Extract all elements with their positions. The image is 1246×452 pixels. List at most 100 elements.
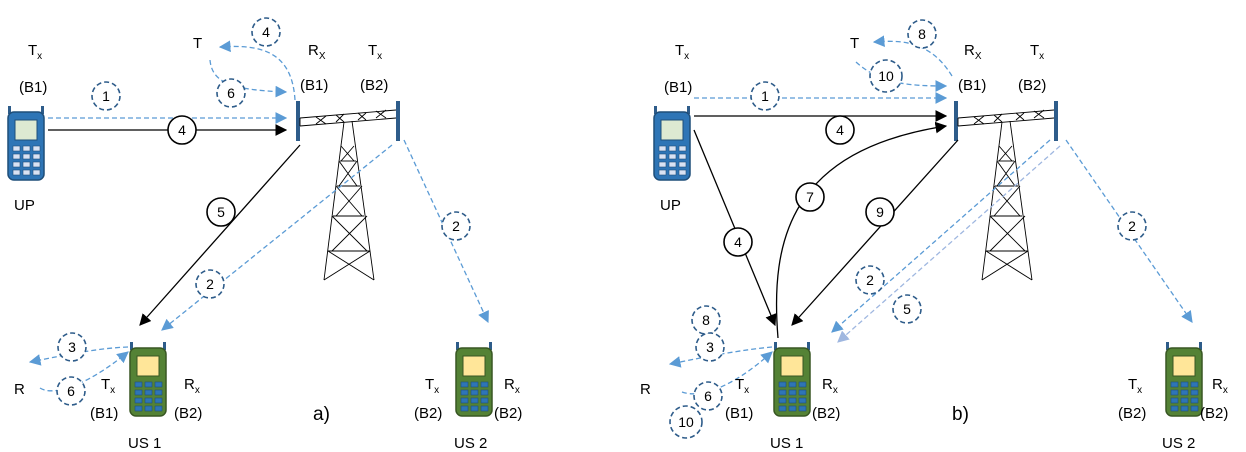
link-6-us1 <box>681 351 773 395</box>
step-10-us1: 10 <box>669 405 703 439</box>
svg-text:6: 6 <box>227 85 235 101</box>
us2-tx-band-label: (B2) <box>1118 405 1146 422</box>
svg-text:5: 5 <box>217 204 225 220</box>
us1-tx-band-label: (B1) <box>725 405 753 422</box>
us2-tx-label: Tx <box>425 376 439 396</box>
us1-rx-label: Rx <box>184 376 200 396</box>
link-3 <box>668 346 773 368</box>
tower-rx-label: RX <box>964 42 982 62</box>
link-2-us2 <box>1065 139 1193 323</box>
svg-text:2: 2 <box>206 276 214 292</box>
step-6-us1: 6 <box>56 376 86 406</box>
link-5 <box>837 145 1061 343</box>
us2-rx-label: Rx <box>504 376 520 396</box>
svg-text:9: 9 <box>876 204 884 220</box>
step-4-solid: 4 <box>167 115 197 145</box>
us1-tx-label: Tx <box>101 376 115 396</box>
svg-text:10: 10 <box>678 414 694 430</box>
tower-tx-label: Tx <box>368 42 382 62</box>
us1-tx-band-label: (B1) <box>90 405 118 422</box>
us1-side-label: R <box>640 381 651 398</box>
svg-text:8: 8 <box>702 312 710 328</box>
svg-text:3: 3 <box>68 339 76 355</box>
svg-text:5: 5 <box>903 301 911 317</box>
svg-text:4: 4 <box>262 24 270 40</box>
svg-text:4: 4 <box>178 122 186 138</box>
us2-phone-icon <box>455 341 493 417</box>
us1-rx-band-label: (B2) <box>174 405 202 422</box>
up-tx-label: Tx <box>675 42 689 62</box>
us1-phone-icon <box>773 341 811 417</box>
step-5: 5 <box>206 197 236 227</box>
up-band-label: (B1) <box>19 79 47 96</box>
us2-rx-band-label: (B2) <box>1200 405 1228 422</box>
up-band-label: (B1) <box>664 79 692 96</box>
step-7: 7 <box>795 182 825 212</box>
tower-rx-label: RX <box>308 42 326 62</box>
us2-name-label: US 2 <box>1162 435 1195 452</box>
us1-name-label: US 1 <box>128 435 161 452</box>
us1-name-label: US 1 <box>770 435 803 452</box>
us1-side-label: R <box>14 381 25 398</box>
tower-tx-band-label: (B2) <box>1018 77 1046 94</box>
link-5 <box>139 144 301 326</box>
step-3: 3 <box>695 332 725 362</box>
us2-name-label: US 2 <box>454 435 487 452</box>
step-4-tower: 4 <box>825 115 855 145</box>
us2-rx-band-label: (B2) <box>494 405 522 422</box>
tower-rx-band-label: (B1) <box>300 77 328 94</box>
us2-tx-band-label: (B2) <box>414 405 442 422</box>
step-6-tower: 6 <box>216 78 246 108</box>
step-1: 1 <box>750 81 780 111</box>
tower-tx-label: Tx <box>1030 42 1044 62</box>
link-9 <box>791 139 959 326</box>
step-2-us2: 2 <box>1117 211 1147 241</box>
link-6-tower <box>209 59 288 98</box>
panel-b: 1 4 4 7 9 8 10 2 5 2 8 3 6 10 Tx (B1) UP… <box>640 19 1228 452</box>
step-2-us1: 2 <box>195 269 225 299</box>
step-8-us1: 8 <box>691 305 721 335</box>
us1-tx-label: Tx <box>735 376 749 396</box>
tower-tx-top-label: T <box>193 35 202 52</box>
up-phone-icon <box>653 105 691 181</box>
us2-tx-label: Tx <box>1128 376 1142 396</box>
tower-tx-band-label: (B2) <box>360 77 388 94</box>
up-name-label: UP <box>660 197 681 214</box>
us1-phone-icon <box>129 341 167 417</box>
panel-b-caption: b) <box>952 404 969 425</box>
svg-text:1: 1 <box>761 88 769 104</box>
step-4-us1: 4 <box>723 227 753 257</box>
us2-rx-label: Rx <box>1212 376 1228 396</box>
step-4-dashed: 4 <box>251 17 281 47</box>
link-2-us1 <box>831 139 1051 333</box>
step-9: 9 <box>865 197 895 227</box>
step-5: 5 <box>892 294 922 324</box>
link-10-tower <box>855 61 948 92</box>
step-10-tower: 10 <box>869 59 903 93</box>
svg-text:2: 2 <box>866 272 874 288</box>
svg-text:1: 1 <box>102 88 110 104</box>
tower-icon <box>295 100 401 281</box>
step-6-us1: 6 <box>693 381 723 411</box>
panel-a-caption: a) <box>313 404 330 425</box>
step-2-us1: 2 <box>855 265 885 295</box>
us1-rx-band-label: (B2) <box>812 405 840 422</box>
step-3: 3 <box>57 332 87 362</box>
up-tx-label: Tx <box>28 42 42 62</box>
step-2-us2: 2 <box>441 211 471 241</box>
us2-phone-icon <box>1165 341 1203 417</box>
svg-text:6: 6 <box>704 388 712 404</box>
tower-tx-top-label: T <box>850 35 859 52</box>
svg-text:7: 7 <box>806 189 814 205</box>
svg-text:3: 3 <box>706 339 714 355</box>
step-8-tower: 8 <box>907 19 937 49</box>
svg-text:6: 6 <box>67 383 75 399</box>
up-name-label: UP <box>14 197 35 214</box>
step-1: 1 <box>91 81 121 111</box>
panel-a: 1 4 4 6 5 2 2 3 6 Tx (B1) UP T RX (B1) T… <box>7 17 522 452</box>
svg-text:8: 8 <box>918 26 926 42</box>
svg-text:2: 2 <box>452 218 460 234</box>
link-4-us1 <box>693 129 777 327</box>
up-phone-icon <box>7 105 45 181</box>
